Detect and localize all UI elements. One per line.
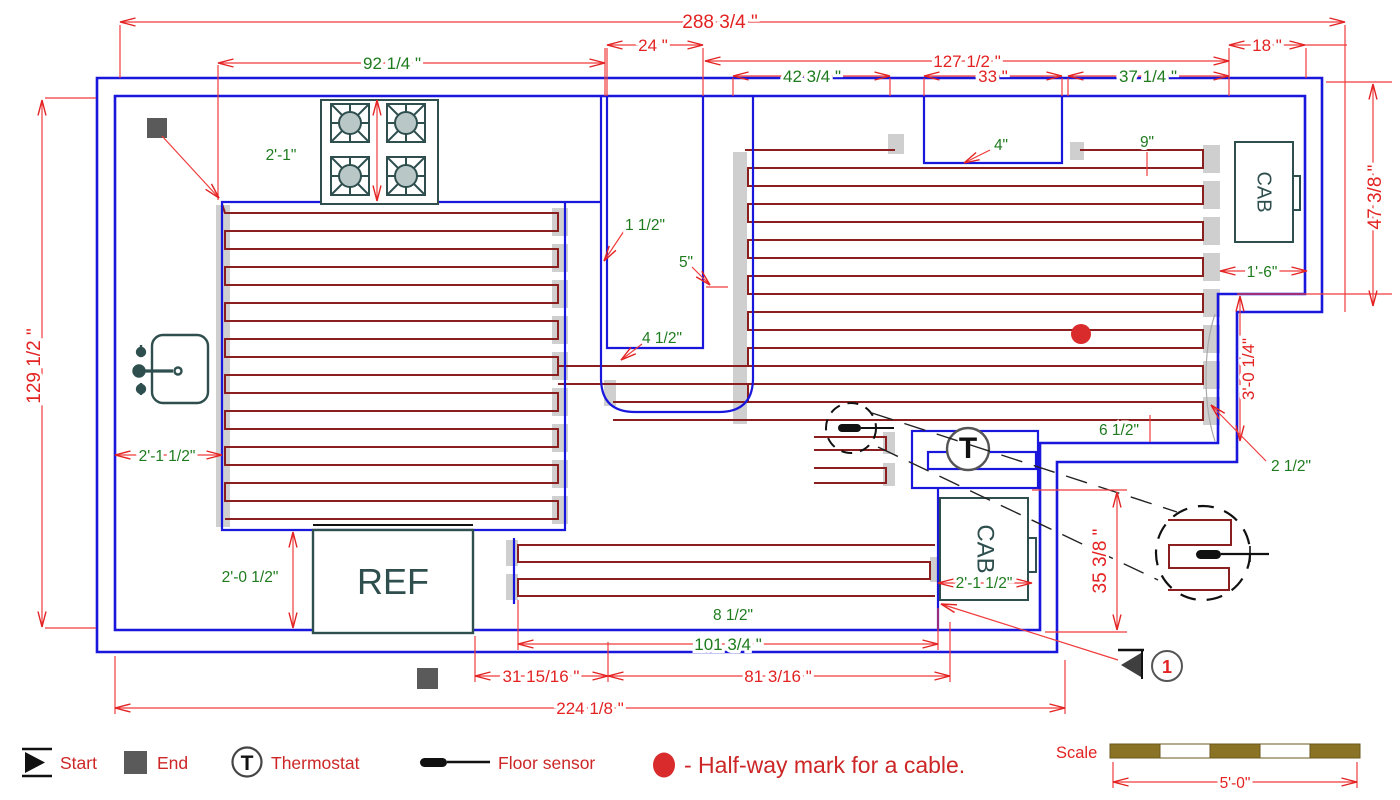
floor-sensor-icon-legend (420, 758, 490, 767)
start-marker (1118, 648, 1144, 679)
start-icon (22, 747, 52, 778)
cable-bottom-mat (517, 544, 935, 597)
detail-callout-1: 1 (1151, 650, 1183, 682)
thermostat-symbol: T (945, 426, 991, 472)
thermostat-icon: T (231, 746, 263, 778)
floor-sensor-icon (838, 424, 861, 432)
dim-island-width: 24 " (638, 36, 668, 55)
dim-gap-6-5: 6 1/2" (1099, 422, 1139, 439)
legend-halfway-label: - Half-way mark for a cable. (684, 752, 965, 778)
dim-right-height2: 35 3/8 " (1090, 529, 1111, 594)
dim-spacing: 8 1/2" (713, 607, 753, 624)
cabinet-top-right: CAB (1234, 141, 1301, 243)
cab-bottom-label: CAB (972, 524, 999, 573)
refrigerator: REF (311, 524, 475, 635)
dim-bottom-224: 224 1/8 " (556, 699, 623, 718)
dim-counter-depth: 2'-1" (266, 147, 297, 164)
legend: Start End T Thermostat Floor sensor - Ha… (22, 746, 965, 778)
dim-cab2-offset: 2'-1 1/2" (956, 575, 1013, 592)
dim-right-width: 127 1/2 " (933, 52, 1000, 71)
legend-thermostat-label: Thermostat (271, 753, 360, 773)
end-icon (124, 751, 147, 774)
cold-lead-curve (1205, 313, 1216, 442)
cable-thermostat-stubs (814, 436, 887, 484)
island-u-boundary (599, 96, 755, 414)
end-marker-bottom (417, 668, 438, 689)
legend-start-label: Start (60, 753, 97, 773)
ref-label: REF (357, 561, 429, 602)
dim-sink-offset: 2'-1 1/2" (139, 448, 196, 465)
legend-end-label: End (157, 753, 188, 773)
dim-bottom-31: 31 15/16 " (503, 667, 580, 686)
burners (330, 103, 426, 196)
sink (132, 333, 210, 405)
dim-counter-width: 92 1/4 " (363, 54, 421, 73)
detail-number: 1 (1162, 657, 1172, 677)
dim-bottom-101: 101 3/4 " (694, 635, 761, 654)
scale-label: Scale (1056, 744, 1097, 762)
halfway-icon (653, 752, 675, 778)
island-cutout (605, 96, 705, 350)
dim-nine: 9" (1140, 134, 1154, 151)
cable-right-mat (747, 149, 1204, 421)
dim-four: 4" (994, 137, 1008, 154)
dimension-lines (37, 17, 1392, 788)
dim-seg-42: 42 3/4 " (783, 67, 841, 86)
heating-cables (221, 149, 1232, 597)
dim-seg-37: 37 1/4 " (1119, 67, 1177, 86)
wall-outer (95, 76, 1324, 654)
floor-sensor-detail (825, 402, 1269, 602)
dimension-labels: 288 3/4 " 92 1/4 " 24 " 127 1/2 " 18 " 4… (21, 9, 1389, 721)
dim-height-left: 129 1/2 " (24, 328, 45, 403)
dim-gap-1-5: 1 1/2" (625, 217, 665, 234)
floor-sensor-detail-icon (1196, 550, 1221, 559)
dim-seg-33: 33 " (978, 67, 1008, 86)
dim-bottom-81: 81 3/16 " (744, 667, 811, 686)
legend-floor-sensor-label: Floor sensor (498, 753, 595, 773)
dim-cab-offset: 1'-6" (1247, 264, 1278, 281)
dim-gap-2-5: 2 1/2" (1271, 458, 1311, 475)
detail-leader-2 (877, 446, 1159, 581)
dim-edge-18: 18 " (1252, 36, 1282, 55)
dim-overall-width: 288 3/4 " (682, 12, 757, 33)
dim-ref-offset: 2'-0 1/2" (222, 569, 279, 586)
end-marker-top (147, 118, 167, 138)
top-notch-cutout (922, 96, 1064, 165)
scale-bar: Scale 5'-0" (1056, 743, 1361, 795)
scale-length: 5'-0" (1220, 775, 1251, 792)
dim-step-height: 3'-0 1/4" (1239, 338, 1258, 400)
stove (320, 99, 439, 205)
cable-cross-links (558, 365, 748, 421)
cable-left-mat (221, 203, 559, 520)
dim-gap-4-5: 4 1/2" (642, 330, 682, 347)
dim-gap-5: 5" (679, 254, 693, 271)
left-mat-boundary (220, 200, 601, 532)
cable-detail-serpentine (1168, 519, 1232, 591)
halfway-mark-dot (1071, 324, 1091, 344)
dim-height-right: 47 3/8 " (1365, 165, 1386, 230)
cab-top-label: CAB (1253, 171, 1275, 212)
detail-leader-1 (871, 412, 1178, 513)
thermostat-t: T (959, 432, 977, 465)
svg-text:T: T (241, 752, 254, 775)
